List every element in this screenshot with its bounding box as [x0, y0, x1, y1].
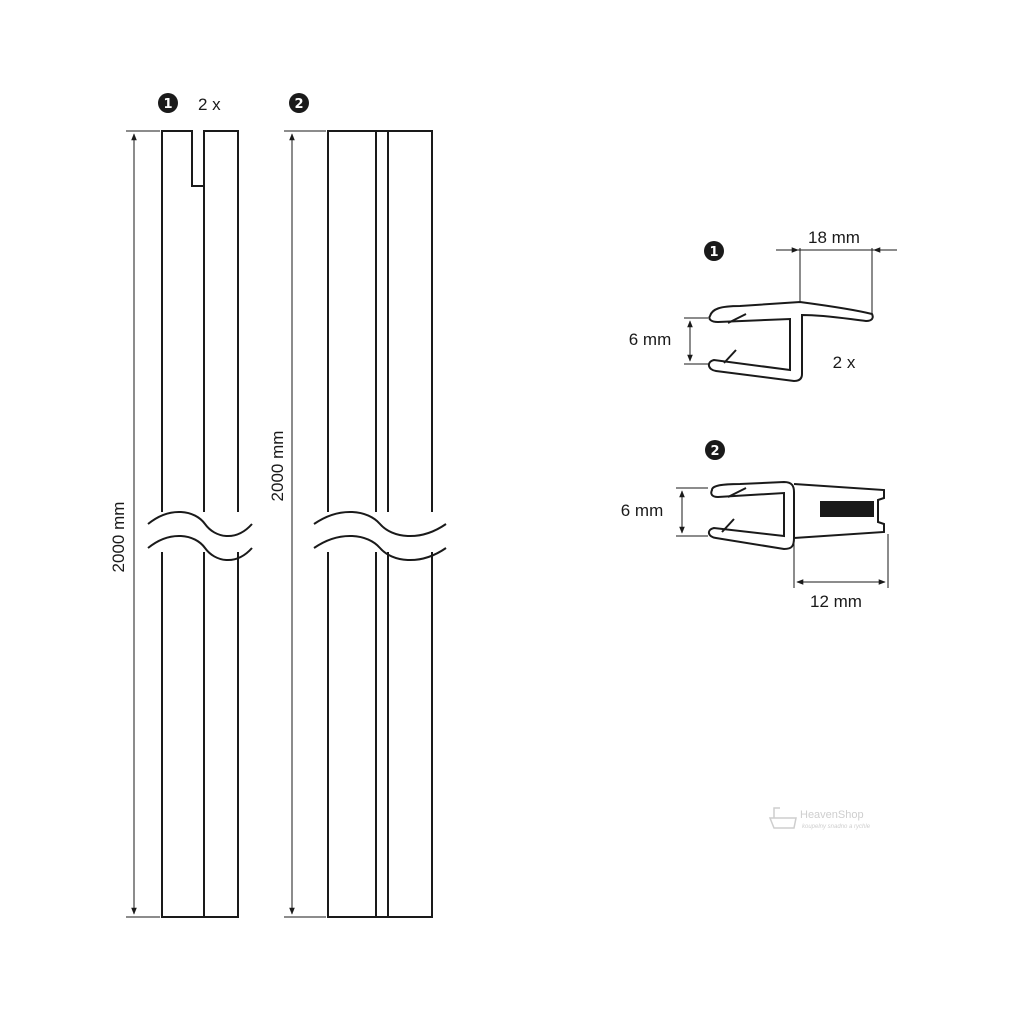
profile-1-long-view: 1 2 x 2000 mm	[109, 93, 253, 918]
section-1-badge: 1	[704, 241, 724, 261]
profile-2-length-label: 2000 mm	[268, 431, 287, 502]
profile-1-quantity-label: 2 x	[198, 95, 221, 114]
svg-text:1: 1	[163, 97, 172, 112]
profile-1-break-symbol	[147, 510, 253, 561]
profile-2-long-view: 2 2000 mm	[268, 93, 447, 918]
section-1-glass-dimension: 6 mm	[629, 317, 708, 365]
profile-1-badge: 1	[158, 93, 178, 113]
profile-1-length-dimension: 2000 mm	[109, 130, 160, 918]
section-2-glass-dimension: 6 mm	[621, 487, 708, 537]
section-2-width-label: 12 mm	[810, 592, 862, 611]
profile-2-break-symbol	[313, 510, 447, 562]
svg-text:2: 2	[710, 444, 719, 459]
profile-2-badge: 2	[289, 93, 309, 113]
cross-section-1: 1 18 mm 6 mm 2 x	[629, 228, 897, 383]
svg-text:1: 1	[709, 245, 718, 260]
section-1-glass-label: 6 mm	[629, 330, 672, 349]
bathtub-icon	[768, 807, 797, 829]
section-2-profile-shape	[708, 480, 885, 551]
watermark-logo: HeavenShop koupelny snadno a rychle	[768, 807, 871, 830]
watermark-tagline: koupelny snadno a rychle	[802, 824, 871, 830]
svg-text:2: 2	[294, 97, 303, 112]
profile-2-length-dimension: 2000 mm	[268, 130, 326, 918]
section-2-glass-label: 6 mm	[621, 501, 664, 520]
watermark-brand: HeavenShop	[800, 809, 864, 821]
magnet-strip	[820, 501, 874, 517]
profile-1-length-label: 2000 mm	[109, 502, 128, 573]
section-2-badge: 2	[705, 440, 725, 460]
section-1-width-label: 18 mm	[808, 228, 860, 247]
cross-section-2: 2 6 mm 12 mm	[621, 440, 889, 611]
section-1-profile-shape	[708, 300, 874, 383]
section-1-quantity-label: 2 x	[833, 353, 856, 372]
section-1-width-dimension: 18 mm	[776, 228, 897, 316]
section-2-width-dimension: 12 mm	[793, 534, 889, 611]
